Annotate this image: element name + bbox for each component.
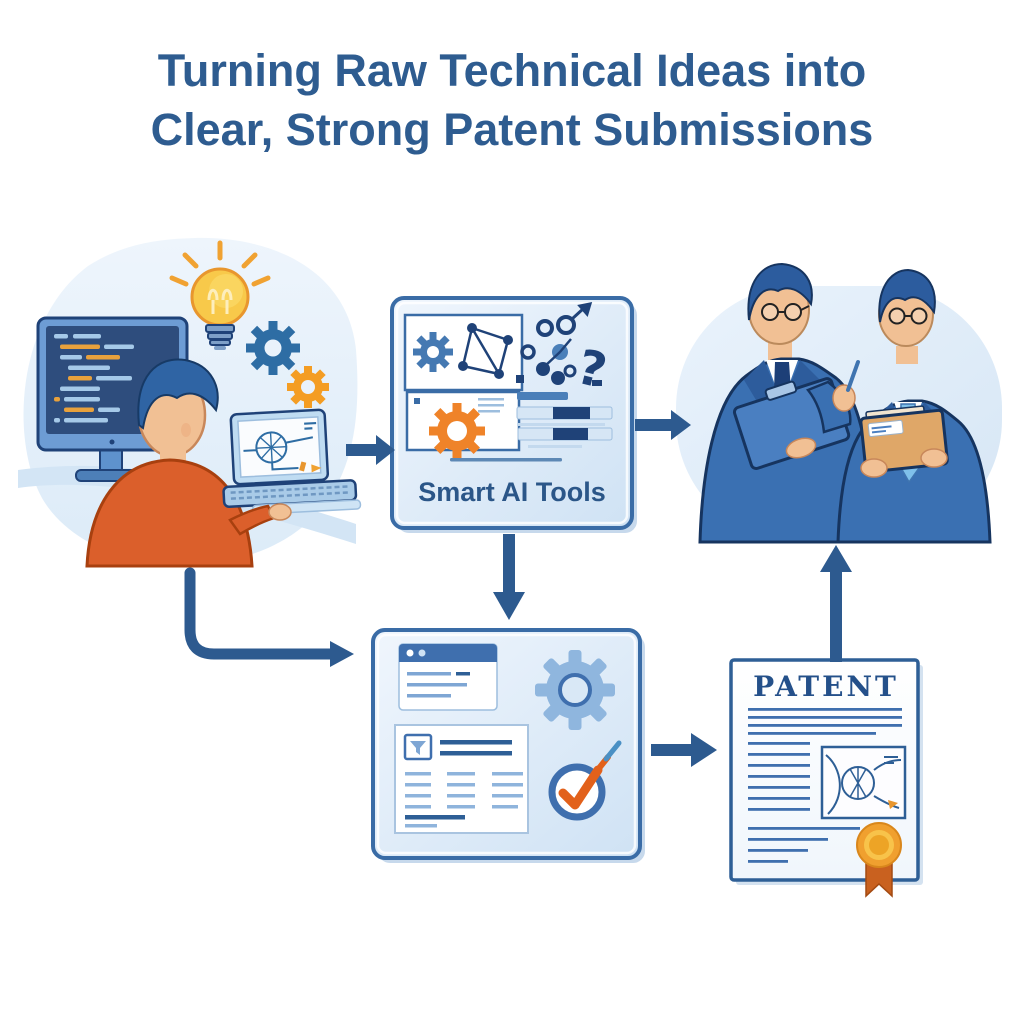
network-graph-icon [458, 323, 513, 379]
schematic-drawing [243, 421, 317, 471]
document-card [394, 724, 529, 834]
title-line-1: Turning Raw Technical Ideas into [157, 45, 867, 96]
pen [846, 360, 860, 392]
gear-icon-orange [287, 366, 329, 408]
arrow-inventor-to-review [184, 567, 354, 667]
patent-figure [820, 745, 907, 820]
glasses-icon [761, 303, 810, 321]
gear-icon-ai-blue [413, 332, 453, 372]
code-screen [54, 334, 134, 423]
browser-card [398, 643, 498, 711]
patent-document [729, 658, 923, 898]
attorney-scene [676, 262, 1002, 544]
ai-tools-box: ? [390, 296, 637, 533]
inventor-scene [18, 237, 362, 568]
page-title: Turning Raw Technical Ideas into Clear, … [0, 42, 1024, 159]
engineer-hand [268, 503, 292, 521]
gear-icon-blue [246, 321, 300, 375]
patent-text-lines [748, 708, 902, 863]
patent-seal-icon [856, 822, 902, 898]
glasses-icon [888, 307, 928, 325]
lightbulb-icon [169, 240, 271, 350]
arrow-review-to-patent [651, 733, 717, 767]
ai-tools-label: Smart AI Tools [418, 477, 606, 507]
patent-heading: PATENT [753, 670, 899, 703]
arrow-ai-to-attorneys [635, 410, 691, 440]
flow-arrows [184, 410, 852, 767]
progress-bars [450, 392, 613, 462]
laptop [222, 408, 362, 516]
ai-report-lines [478, 398, 504, 413]
check-circle-icon [548, 740, 622, 821]
attorney-right [836, 268, 992, 544]
gear-icon-large [535, 650, 615, 730]
attorney-left [698, 262, 876, 544]
arrow-inventor-to-ai [346, 435, 395, 465]
desk [18, 465, 356, 544]
arrow-ai-to-review [493, 534, 525, 620]
gear-icon-ai-orange [429, 403, 485, 459]
title-line-2: Clear, Strong Patent Submissions [150, 103, 874, 155]
engineer-figure [85, 358, 254, 568]
arrow-patent-to-attorneys [820, 545, 852, 662]
review-box [371, 628, 645, 863]
